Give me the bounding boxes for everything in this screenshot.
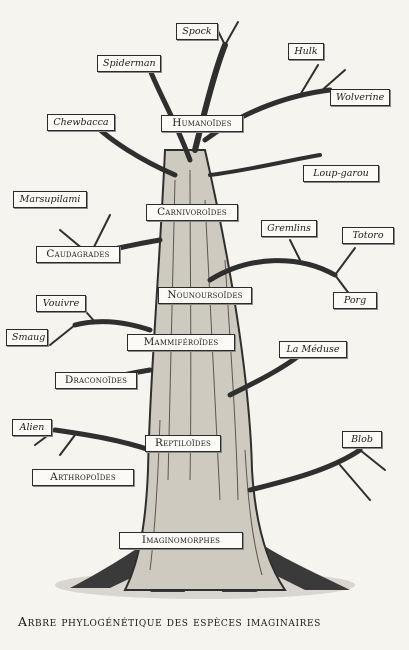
label-loup-garou: Loup-garou bbox=[303, 165, 379, 182]
label-mammiferoides: Mammiféroïdes bbox=[127, 334, 235, 351]
label-chewbacca: Chewbacca bbox=[47, 114, 115, 131]
label-la-meduse: La Méduse bbox=[279, 341, 347, 358]
label-gremlins: Gremlins bbox=[261, 220, 317, 237]
label-caudagrades: Caudagrades bbox=[36, 246, 120, 263]
diagram-caption: Arbre phylogénétique des espèces imagina… bbox=[18, 614, 321, 629]
label-alien: Alien bbox=[12, 419, 52, 436]
label-totoro: Totoro bbox=[342, 227, 394, 244]
label-wolverine: Wolverine bbox=[330, 89, 390, 106]
label-arthropoides: Arthropoïdes bbox=[32, 469, 134, 486]
label-porg: Porg bbox=[333, 292, 377, 309]
label-reptiloides: Reptiloïdes bbox=[145, 435, 221, 452]
label-smaug: Smaug bbox=[6, 329, 48, 346]
label-carnivoroides: Carnivoroïdes bbox=[146, 204, 238, 221]
label-blob: Blob bbox=[342, 431, 382, 448]
label-draconoides: Draconoïdes bbox=[55, 372, 137, 389]
label-spiderman: Spiderman bbox=[97, 55, 161, 72]
label-vouivre: Vouivre bbox=[36, 295, 86, 312]
label-humanoides: Humanoïdes bbox=[161, 115, 243, 132]
label-hulk: Hulk bbox=[288, 43, 324, 60]
label-spock: Spock bbox=[176, 23, 218, 40]
label-marsupilami: Marsupilami bbox=[13, 191, 87, 208]
label-nounoursoides: Nounoursoïdes bbox=[158, 287, 252, 304]
label-imaginomorphes: Imaginomorphes bbox=[119, 532, 243, 549]
